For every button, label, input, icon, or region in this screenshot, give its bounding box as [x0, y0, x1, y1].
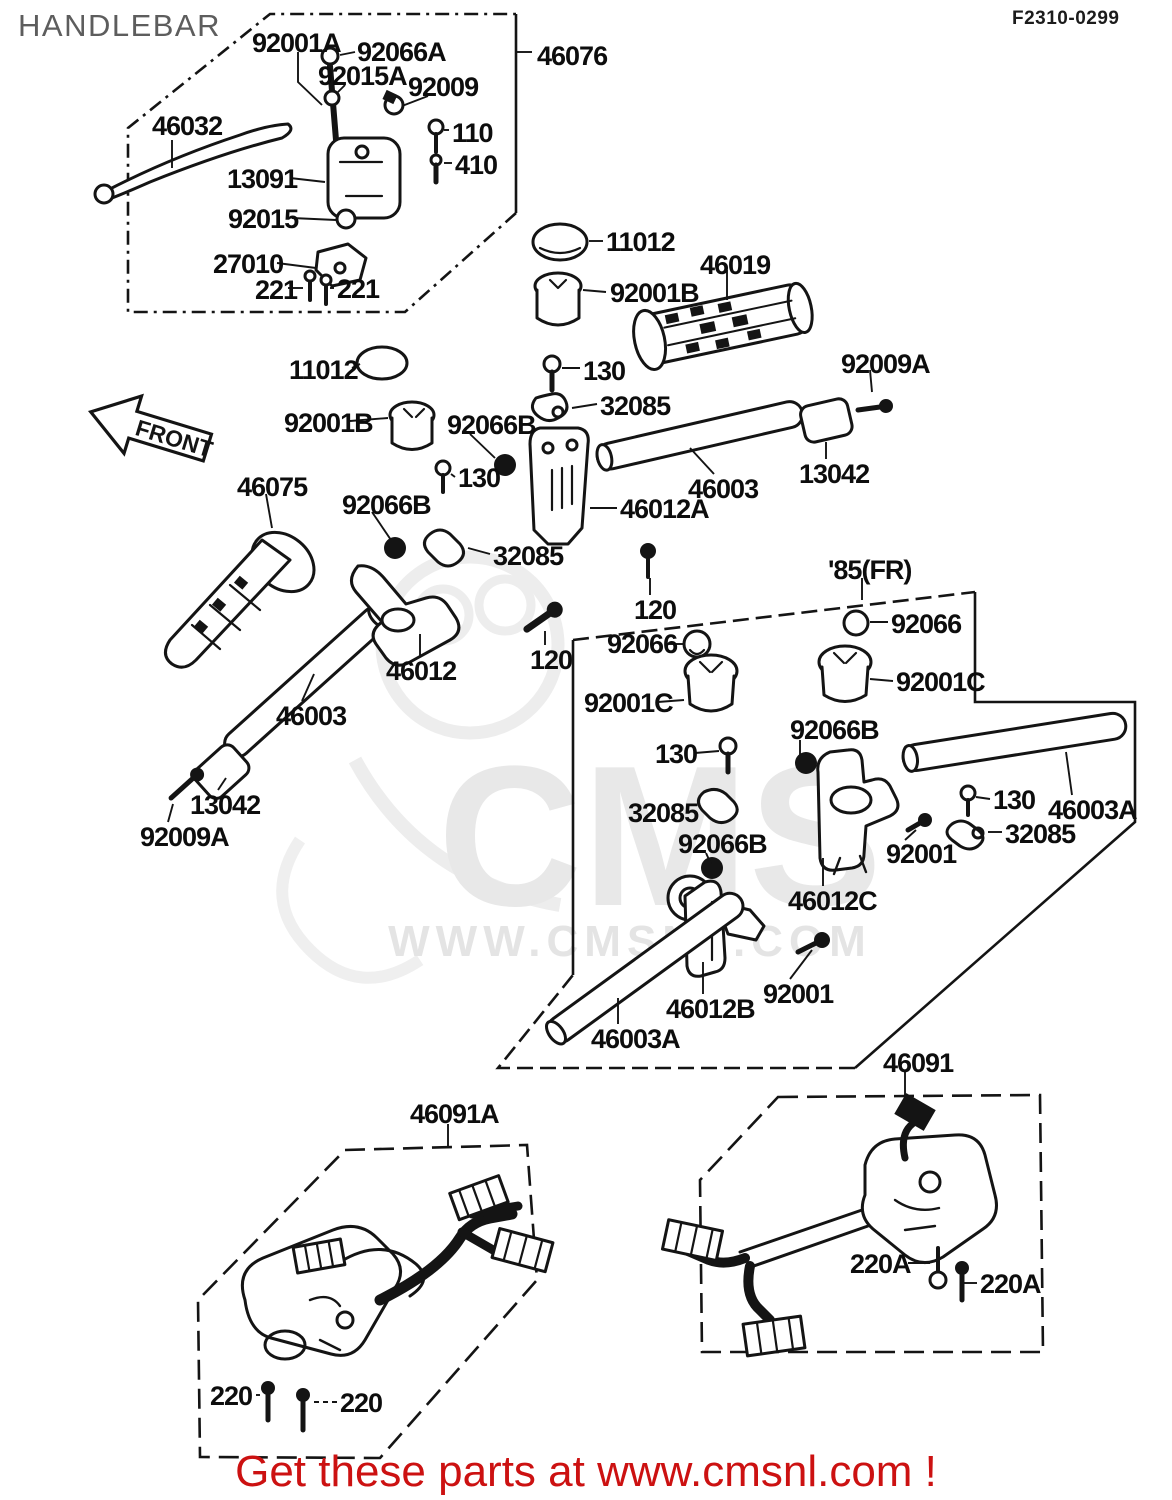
part-label-92066B: 92066B [790, 715, 880, 745]
part-label-92066B: 92066B [678, 829, 768, 859]
inset-box-switch-right [698, 1093, 1045, 1354]
part-label-46012: 46012 [386, 656, 457, 686]
part-label-13042: 13042 [190, 790, 261, 820]
part-label-120: 120 [634, 595, 677, 625]
part-label-11012: 11012 [606, 227, 676, 257]
inset-box-switch-left [196, 1143, 539, 1460]
part-label-110: 110 [452, 118, 494, 148]
bracket-46012A-art [528, 426, 590, 546]
part-label-46019: 46019 [700, 250, 771, 280]
part-label-11012: 11012 [289, 355, 359, 385]
watermark-url-text: WWW.CMSNL.COM [388, 917, 872, 966]
part-label-46075: 46075 [237, 472, 308, 502]
part-label-46012B: 46012B [666, 994, 756, 1024]
inset-box-85fr-solid [571, 592, 1137, 1069]
clutch-lever-art [93, 46, 445, 306]
part-label-46003: 46003 [688, 474, 759, 504]
part-label-221: 221 [255, 275, 298, 305]
85fr-right-parts-art [795, 609, 1128, 876]
part-label-46003A: 46003A [591, 1024, 681, 1054]
part-label-92001B: 92001B [284, 408, 374, 438]
part-label-220A: 220A [980, 1269, 1042, 1299]
inset-box-85fr-dashed [495, 590, 976, 1070]
cms-watermark: CMS WWW.CMSNL.COM [276, 550, 882, 984]
part-label-92015: 92015 [228, 204, 299, 234]
part-label-92009: 92009 [408, 72, 479, 102]
switch-left-art [240, 1174, 555, 1433]
part-label-32085: 32085 [493, 541, 564, 571]
switch-right-art [660, 1093, 998, 1358]
part-label-46012C: 46012C [788, 886, 878, 916]
part-label-27010: 27010 [213, 249, 284, 279]
part-label-92001: 92001 [886, 839, 957, 869]
part-label-32085: 32085 [628, 798, 699, 828]
part-label-92066: 92066 [607, 629, 678, 659]
bracket-46012-art [350, 528, 656, 667]
part-label-130: 130 [993, 785, 1036, 815]
part-label-92001A: 92001A [252, 28, 342, 58]
part-label-92001C: 92001C [584, 688, 674, 718]
part-label-92001: 92001 [763, 979, 834, 1009]
part-label-46076: 46076 [537, 41, 608, 71]
footer-promo-text: Get these parts at www.cmsnl.com ! [235, 1447, 937, 1496]
part-label-85FR: '85(FR) [828, 555, 912, 585]
part-label-46003: 46003 [276, 701, 347, 731]
part-label-130: 130 [583, 356, 626, 386]
page-title: HANDLEBAR [18, 8, 221, 43]
part-label-130: 130 [458, 463, 501, 493]
part-label-46012A: 46012A [620, 494, 710, 524]
cap-and-plug-top-art [531, 222, 589, 327]
part-label-92066B: 92066B [342, 490, 432, 520]
part-label-13091: 13091 [227, 164, 298, 194]
part-label-120: 120 [530, 645, 573, 675]
part-label-92001C: 92001C [896, 667, 986, 697]
part-label-220: 220 [210, 1381, 253, 1411]
part-label-92066B: 92066B [447, 410, 537, 440]
part-label-92066A: 92066A [357, 37, 447, 67]
inset-box-lever [126, 12, 517, 314]
throttle-grip-art [632, 281, 814, 371]
part-label-46091: 46091 [883, 1048, 954, 1078]
left-grip-art [164, 530, 391, 801]
85fr-left-parts-art [544, 629, 830, 1046]
part-label-13042: 13042 [799, 459, 870, 489]
fiche-code: F2310-0299 [1012, 8, 1120, 29]
part-label-32085: 32085 [600, 391, 671, 421]
part-label-130: 130 [655, 739, 698, 769]
part-label-46003A: 46003A [1048, 795, 1138, 825]
right-bar-tube-art [595, 397, 893, 472]
part-label-92001B: 92001B [610, 278, 700, 308]
part-label-92009A: 92009A [140, 822, 230, 852]
part-label-46032: 46032 [152, 111, 223, 141]
part-label-32085: 32085 [1005, 819, 1076, 849]
part-label-220: 220 [340, 1388, 383, 1418]
part-label-221: 221 [337, 274, 380, 304]
part-label-410: 410 [455, 150, 498, 180]
leader-lines [167, 51, 1073, 1403]
part-label-92009A: 92009A [841, 349, 931, 379]
part-label-220A: 220A [850, 1249, 912, 1279]
part-label-92066: 92066 [891, 609, 962, 639]
left-cap-plug-art [355, 345, 569, 494]
part-label-46091A: 46091A [410, 1099, 500, 1129]
part-label-92015A: 92015A [318, 61, 408, 91]
